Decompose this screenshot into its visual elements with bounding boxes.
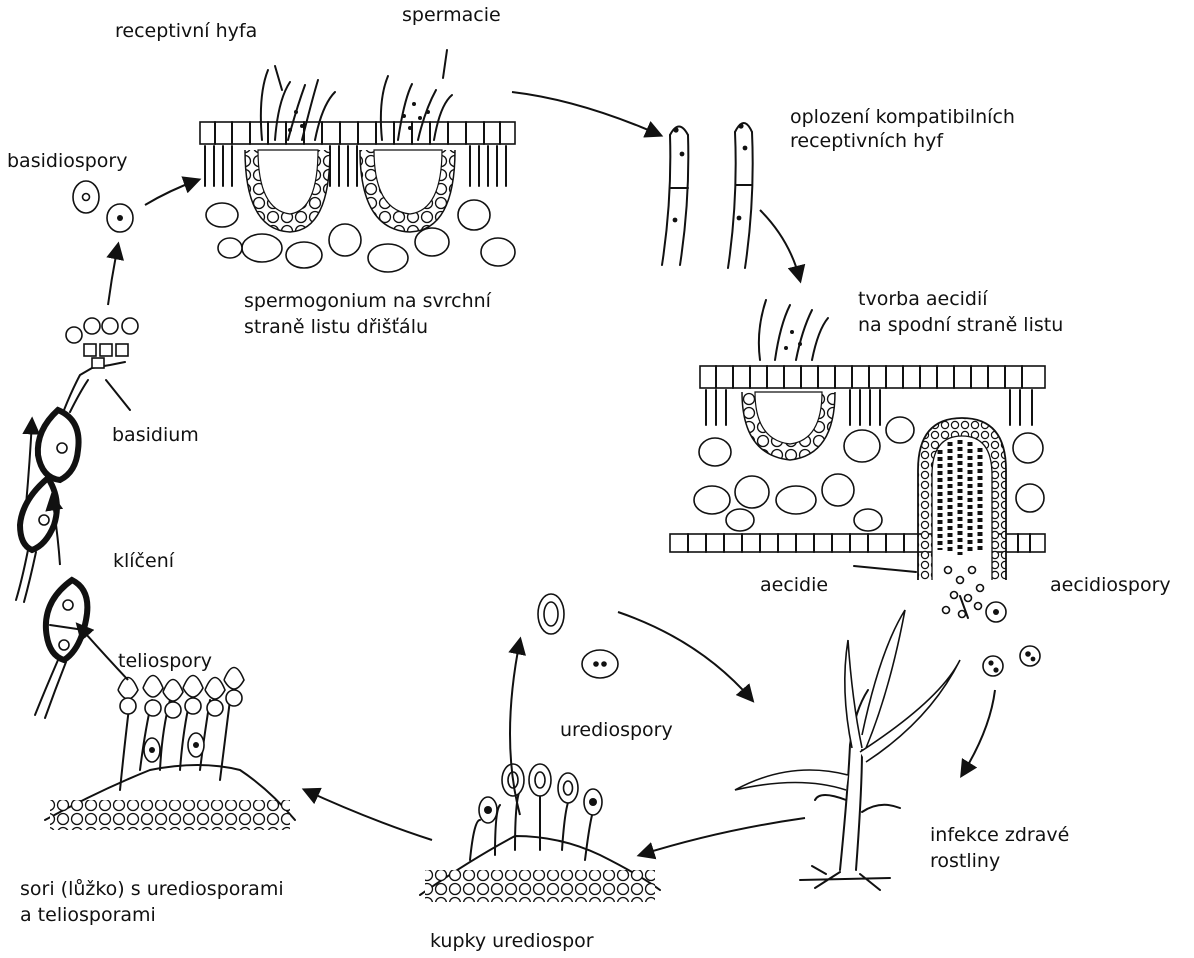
label-aecia-formation-line-1: tvorba aecidií xyxy=(858,286,988,312)
aecia-leaf-section-illustration xyxy=(670,300,1045,618)
label-receptive-hypha: receptivní hyfa xyxy=(115,18,257,44)
germinating-teliospore-illustration xyxy=(35,580,87,718)
label-sori-line-2: a teliosporami xyxy=(20,902,156,928)
label-spermogonium-line-1: spermogonium na svrchní xyxy=(244,288,491,314)
cycle-arrows xyxy=(26,92,995,855)
label-urediniospores: urediospory xyxy=(560,717,673,743)
label-aecium: aecidie xyxy=(760,572,828,598)
label-teliospores: teliospory xyxy=(118,648,212,674)
label-aecia-formation-line-2: na spodní straně listu xyxy=(858,312,1063,338)
label-fertilization-line-2: receptivních hyf xyxy=(790,128,943,154)
label-fertilization-line-1: oplození kompatibilních xyxy=(790,104,1015,130)
label-basidium: basidium xyxy=(112,422,199,448)
label-basidiospores: basidiospory xyxy=(7,148,128,174)
label-spermatia: spermacie xyxy=(402,2,501,28)
spermogonium-illustration xyxy=(200,50,515,272)
host-plant-illustration xyxy=(735,610,960,890)
label-germination: klíčení xyxy=(113,548,174,574)
telia-sori-illustration xyxy=(45,668,295,831)
label-sori-line-1: sori (lůžko) s urediosporami xyxy=(20,876,284,902)
label-uredinia: kupky urediospor xyxy=(430,928,594,954)
fertilized-hyphae-illustration xyxy=(662,123,753,268)
label-spermogonium-line-2: straně listu dřišťálu xyxy=(244,314,428,340)
basidiospores-illustration xyxy=(73,181,133,232)
urediniospores-illustration xyxy=(538,594,618,678)
aeciospores-illustration xyxy=(960,596,1040,676)
label-infection-line-2: rostliny xyxy=(930,848,1000,874)
uredinia-illustration xyxy=(420,764,660,902)
label-infection-line-1: infekce zdravé xyxy=(930,822,1069,848)
label-aeciospores: aecidiospory xyxy=(1050,572,1171,598)
